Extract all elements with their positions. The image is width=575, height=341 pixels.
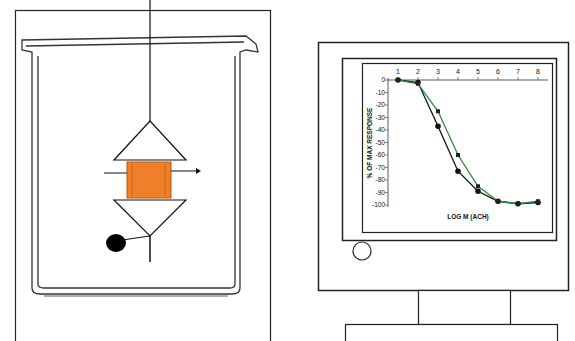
data-point (436, 109, 440, 113)
screen (363, 64, 553, 233)
y-tick-label: -70 (376, 164, 385, 171)
tick (518, 77, 519, 80)
x-tick-label: 2 (416, 68, 420, 75)
monitor-case (319, 43, 569, 291)
tick (478, 77, 479, 80)
y-tick-label: -60 (376, 152, 385, 159)
x-axis (388, 80, 548, 81)
y-tick-label: -50 (376, 139, 385, 146)
data-point (455, 168, 461, 174)
y-tick-label: -40 (376, 127, 385, 134)
tick (458, 77, 459, 80)
x-tick-label: 1 (396, 68, 400, 75)
tick (385, 142, 388, 143)
data-point (435, 123, 441, 129)
y-tick-label: -80 (376, 177, 385, 184)
monitor-neck (419, 291, 511, 325)
y-tick-label: -30 (376, 114, 385, 121)
tick (385, 117, 388, 118)
x-tick-label: 5 (476, 68, 480, 75)
tick (538, 77, 539, 80)
tissue (127, 162, 171, 198)
beaker (22, 36, 258, 296)
tick (385, 205, 388, 206)
data-point (515, 201, 521, 207)
tick (385, 105, 388, 106)
monitor-base (346, 325, 558, 341)
y-tick-label: -90 (376, 189, 385, 196)
y-tick-label: -100 (372, 202, 385, 209)
tick (438, 77, 439, 80)
y-axis-title: % OF MAX RESPONSE (367, 108, 374, 179)
data-point (415, 80, 421, 86)
tick (418, 77, 419, 80)
data-point (475, 188, 481, 194)
x-axis-title: LOG M (ACH) (447, 214, 489, 221)
x-tick-label: 8 (536, 68, 540, 75)
data-point (456, 153, 460, 157)
data-point (416, 82, 420, 86)
tissue-edge (165, 164, 166, 196)
data-point (496, 199, 500, 203)
data-point (396, 78, 400, 82)
x-tick-label: 3 (436, 68, 440, 75)
holder (114, 121, 186, 160)
chart (385, 77, 548, 207)
anchor-rod (149, 236, 151, 262)
data-point (536, 199, 540, 203)
curve-black (398, 80, 538, 204)
y-tick-label: -10 (376, 89, 385, 96)
y-tick-label: -20 (376, 102, 385, 109)
tick (498, 77, 499, 80)
panel-frame (16, 11, 271, 341)
power-button (353, 242, 371, 260)
monitor-bezel (343, 59, 557, 241)
tick (385, 180, 388, 181)
tissue-edge (132, 164, 133, 196)
tick (385, 167, 388, 168)
holder (114, 200, 186, 236)
thread (149, 0, 150, 121)
x-tick-label: 4 (456, 68, 460, 75)
data-point (516, 202, 520, 206)
x-tick-label: 6 (496, 68, 500, 75)
tick (385, 155, 388, 156)
electrode-tip (196, 168, 201, 174)
tick (385, 92, 388, 93)
anchor-wire (122, 236, 150, 240)
data-point (476, 184, 480, 188)
electrode (171, 171, 196, 172)
tick (385, 80, 388, 81)
data-point (535, 200, 541, 206)
tick (385, 130, 388, 131)
electrode (104, 173, 127, 174)
x-tick-label: 7 (516, 68, 520, 75)
data-point (495, 198, 501, 204)
y-tick-label: 0 (381, 77, 385, 84)
curve-green (398, 80, 538, 204)
data-point (395, 77, 401, 83)
tick (385, 192, 388, 193)
weight (106, 234, 126, 252)
